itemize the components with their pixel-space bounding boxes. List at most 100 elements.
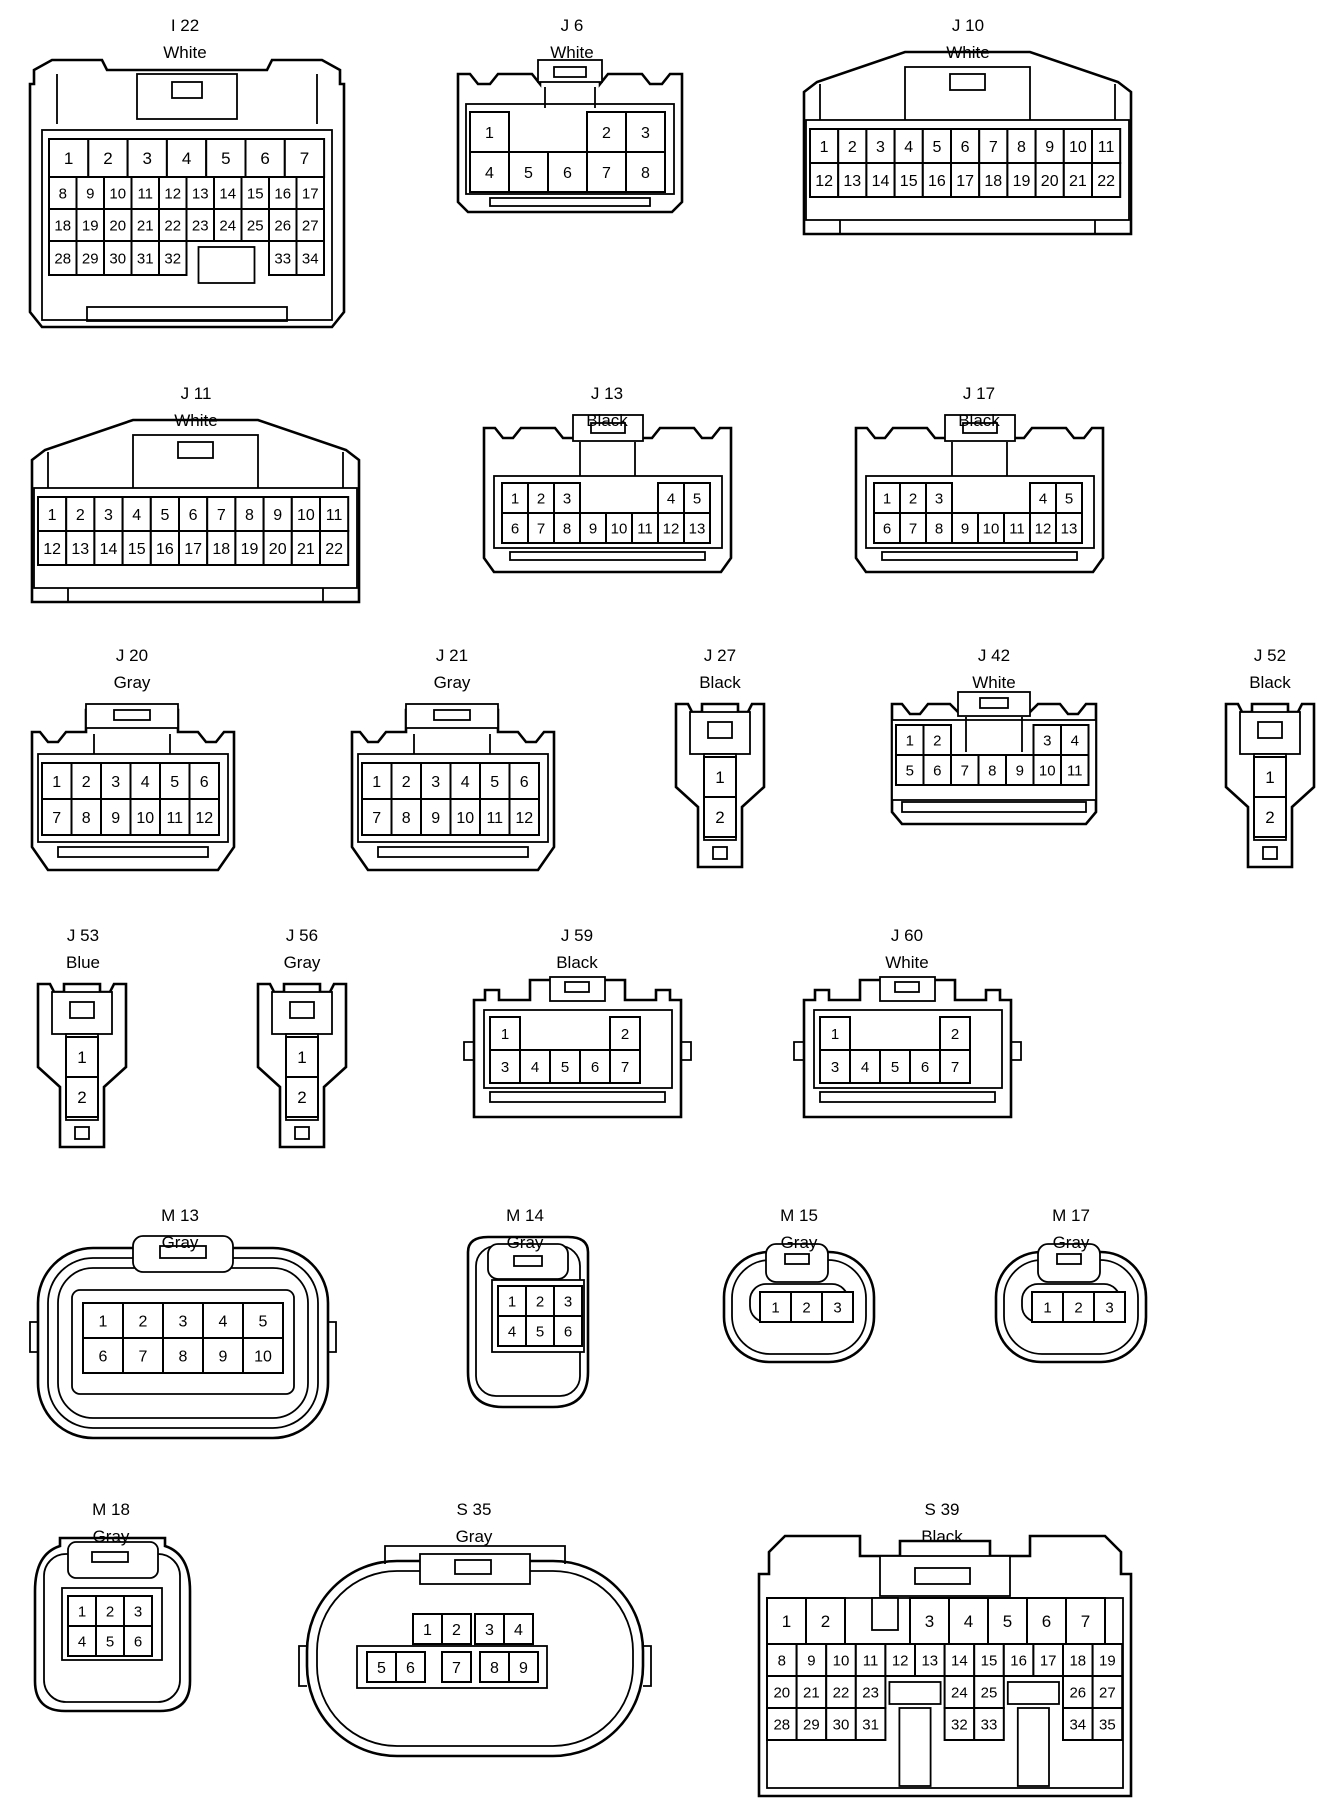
pin-number: 1	[77, 1048, 86, 1067]
pin-number: 9	[1016, 762, 1024, 779]
pin-cavity	[158, 208, 188, 242]
pin-cavity	[67, 1625, 97, 1657]
pin-cavity	[165, 138, 208, 178]
pin-number: 4	[461, 774, 470, 791]
pin-number: 10	[1039, 762, 1056, 779]
pin-number: 21	[297, 541, 315, 558]
pin-cavity	[285, 1036, 319, 1078]
pin-cavity	[1029, 512, 1057, 544]
connector-housing-detail	[1262, 846, 1278, 860]
pin-number: 24	[219, 217, 236, 234]
pin-cavity	[1091, 128, 1122, 164]
pin-number: 6	[200, 774, 209, 791]
pin-number: 5	[160, 507, 169, 524]
pin-number: 35	[1099, 1716, 1116, 1733]
pin-number: 12	[164, 185, 181, 202]
connector-housing-detail	[509, 551, 706, 561]
pin-number: 4	[485, 165, 494, 182]
pin-number: 10	[611, 520, 628, 537]
pin-cavity	[1062, 162, 1093, 198]
connector-housing-detail	[888, 1681, 942, 1705]
pin-number: 2	[1074, 1299, 1082, 1316]
pin-cavity	[295, 208, 325, 242]
pin-number: 5	[891, 1059, 899, 1076]
pin-number: 18	[984, 173, 1002, 190]
pin-number: 1	[485, 125, 494, 142]
pin-cavity	[519, 1049, 551, 1084]
pin-number: 31	[137, 250, 154, 267]
pin-cavity	[939, 1049, 971, 1084]
pin-cavity	[158, 176, 188, 210]
pin-number: 17	[956, 173, 974, 190]
connector-housing-detail	[171, 81, 203, 99]
pin-number: 3	[431, 774, 440, 791]
pin-number: 5	[170, 774, 179, 791]
pin-number: 8	[59, 185, 67, 202]
connector-code: J 42	[977, 646, 1011, 665]
connector-housing-outline	[579, 442, 636, 476]
connector-code: M 18	[92, 1500, 130, 1519]
connector-housing-detail	[289, 1001, 315, 1019]
pin-number: 4	[141, 774, 150, 791]
pin-number: 12	[1035, 520, 1052, 537]
pin-number: 25	[247, 217, 264, 234]
pin-number: 7	[621, 1059, 629, 1076]
pin-number: 3	[935, 490, 943, 507]
connector-housing-outline	[56, 74, 318, 124]
pin-number: 4	[78, 1633, 86, 1650]
pin-number: 5	[1065, 490, 1073, 507]
connector-housing-detail	[86, 306, 288, 322]
pin-cavity	[1002, 1643, 1035, 1677]
pin-cavity	[75, 240, 105, 276]
pin-cavity	[914, 1643, 946, 1677]
connector-housing-detail	[74, 1126, 90, 1140]
pin-number: 17	[1040, 1652, 1057, 1669]
connector-face-drawing: 12	[36, 982, 128, 1149]
pin-cavity	[65, 496, 96, 532]
pin-number: 7	[989, 139, 998, 156]
pin-cavity	[1091, 1643, 1124, 1677]
pin-number: 8	[988, 762, 996, 779]
pin-cavity	[469, 151, 510, 193]
pin-number: 8	[82, 810, 91, 827]
pin-number: 8	[402, 810, 411, 827]
pin-cavity	[503, 1613, 534, 1645]
pin-number: 20	[773, 1684, 790, 1701]
pin-number: 1	[511, 490, 519, 507]
pin-number: 6	[1042, 1612, 1051, 1631]
connector-housing-outline	[384, 1545, 566, 1564]
pin-number: 7	[537, 520, 545, 537]
pin-number: 12	[815, 173, 833, 190]
pin-cavity	[67, 1595, 97, 1627]
pin-cavity	[149, 530, 181, 566]
pin-number: 5	[561, 1059, 569, 1076]
pin-number: 28	[54, 250, 71, 267]
pin-cavity	[837, 128, 868, 164]
pin-number: 12	[515, 810, 533, 827]
pin-number: 1	[1265, 768, 1274, 787]
connector-housing-detail	[159, 1245, 207, 1259]
pin-cavity	[849, 1049, 881, 1084]
connector-housing-outline	[819, 84, 1116, 120]
pin-number: 19	[1013, 173, 1031, 190]
pin-cavity	[319, 496, 350, 532]
pin-cavity	[213, 176, 243, 210]
pin-number: 5	[221, 149, 230, 168]
connector-housing-detail	[819, 1091, 996, 1103]
pin-cavity	[202, 1337, 244, 1374]
pin-number: 12	[892, 1652, 909, 1669]
pin-cavity	[122, 1302, 164, 1339]
connector-color: Gray	[113, 673, 151, 692]
pin-cavity	[683, 512, 711, 544]
pin-number: 12	[195, 810, 213, 827]
pin-number: 17	[302, 185, 319, 202]
